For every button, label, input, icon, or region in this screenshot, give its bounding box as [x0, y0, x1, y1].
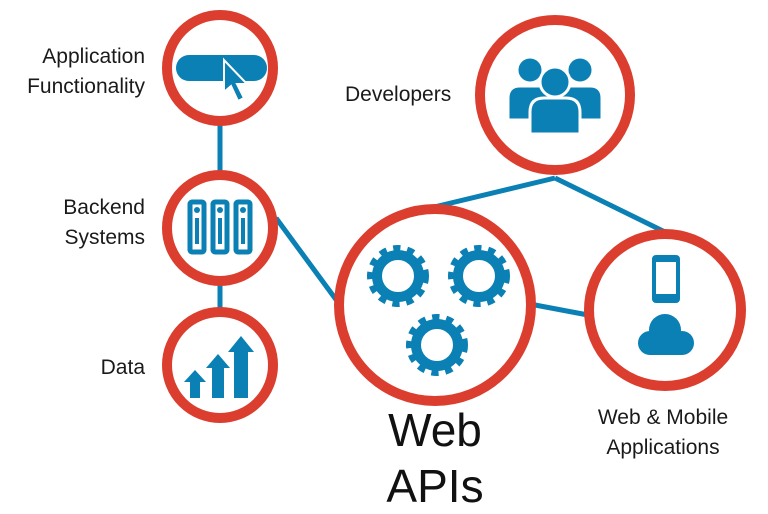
gears-icon [367, 245, 510, 376]
gear-icon [448, 245, 510, 307]
app-label-line1: Application [42, 45, 145, 68]
apps-ring [584, 229, 746, 391]
backend-label-line2: Systems [64, 226, 145, 249]
server-racks-icon [187, 199, 253, 255]
growth-arrows-icon [184, 336, 254, 398]
connector-webapis-apps [534, 302, 589, 318]
webapis-label: Web APIs [386, 404, 484, 512]
connector-developers-webapis [429, 175, 556, 211]
gear-icon [367, 245, 429, 307]
users-group-icon [506, 55, 604, 136]
phone-cloud-icon [638, 255, 694, 355]
apps-label: Web & Mobile Applications [568, 403, 758, 463]
connector-backend-webapis [273, 216, 343, 307]
apps-label-line2: Applications [606, 436, 720, 459]
cloud-icon [638, 314, 694, 355]
developers-label: Developers [345, 83, 452, 106]
apps-label-line1: Web & Mobile [597, 406, 729, 429]
app-label-line2: Functionality [27, 75, 145, 98]
connector-developers-apps [553, 175, 667, 235]
button-cursor-icon [176, 55, 267, 103]
backend-label: Backend Systems [63, 193, 145, 253]
diagram-canvas [162, 10, 746, 423]
data-label: Data [100, 356, 145, 379]
gear-icon [406, 314, 468, 376]
phone-icon [652, 255, 680, 303]
app-label: Application Functionality [27, 42, 145, 102]
backend-label-line1: Backend [63, 196, 145, 219]
connectors [217, 120, 667, 318]
